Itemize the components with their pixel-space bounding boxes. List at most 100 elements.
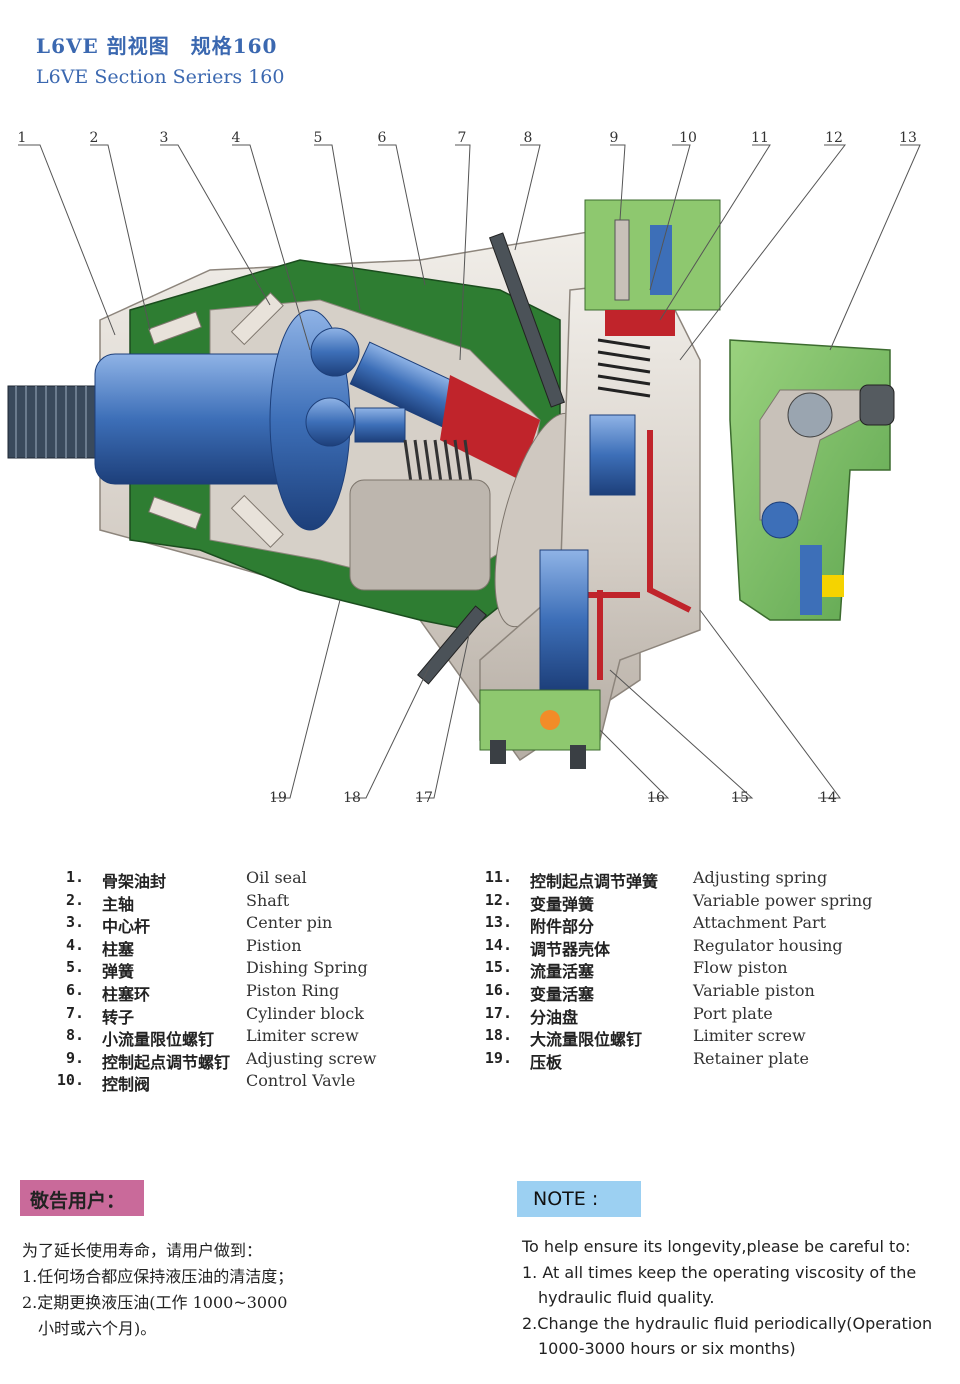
part-number: 18. [484, 1026, 512, 1045]
callout-number: 4 [232, 130, 241, 146]
part-name-en: Variable power spring [693, 890, 873, 910]
part-name-cn: 调节器壳体 [530, 939, 611, 959]
note-text: To help ensure its longevity,please be c… [522, 1234, 932, 1362]
part-number: 7. [65, 1003, 84, 1022]
part-number: 5. [65, 958, 84, 977]
part-number: 3. [65, 913, 84, 932]
part-name-en: Shaft [246, 890, 290, 910]
callout-number: 18 [343, 790, 361, 806]
title-english: L6VE Section Seriers 160 [36, 66, 285, 88]
callout-number: 17 [415, 790, 433, 806]
variable-piston [539, 549, 589, 691]
part-name-cn: 变量活塞 [530, 985, 595, 1004]
callout-number: 1 [18, 130, 27, 146]
red-chamber [440, 375, 540, 480]
part-name-cn: 转子 [102, 1007, 135, 1027]
parts-list-left: 1. 骨架油封 Oil seal 2. 主轴 Shaft 3. 中心杆 Center pin 4.… [0, 868, 480, 1098]
part-name-en: Attachment Part [693, 913, 827, 933]
part-number: 13. [484, 913, 512, 932]
limiter-screw-small [488, 232, 566, 408]
part-name-cn: 流量活塞 [530, 962, 595, 982]
part-name-en: Retainer plate [693, 1048, 809, 1068]
warning-line: 1.任何场合都应保持液压油的清洁度； [22, 1267, 294, 1286]
part-name-en: Center pin [246, 913, 333, 933]
callout-number: 3 [160, 130, 169, 146]
note-line: 2.Change the hydraulic fluid periodicall… [522, 1313, 933, 1333]
part-number: 11. [484, 868, 512, 886]
callout-number: 6 [378, 130, 387, 146]
part-number: 19. [484, 1048, 512, 1067]
note-heading-box: NOTE : [517, 1181, 641, 1217]
callout-number: 5 [314, 130, 323, 146]
part-name-cn: 压板 [530, 1052, 563, 1072]
part-number: 1. [65, 868, 84, 886]
part-name-cn: 附件部分 [530, 917, 595, 937]
callout-number: 12 [825, 130, 843, 146]
part-number: 15. [484, 958, 512, 977]
note-heading: NOTE : [533, 1188, 599, 1210]
note-line: 1000-3000 hours or six months) [538, 1339, 796, 1358]
part-name-cn: 控制起点调节弹簧 [530, 872, 659, 891]
callout-number: 15 [731, 790, 749, 806]
part-name-cn: 主轴 [102, 894, 135, 914]
warning-line: 为了延长使用寿命，请用户做到： [22, 1241, 263, 1260]
part-name-en: Piston Ring [246, 981, 340, 1000]
parts-list-right: 11. 控制起点调节弹簧 Adjusting spring 12. 变量弹簧 Variab… [0, 868, 960, 1098]
callout-number: 10 [679, 130, 697, 146]
part-name-en: Dishing Spring [246, 958, 368, 978]
part-name-en: Limiter screw [693, 1026, 806, 1046]
part-name-cn: 大流量限位螺钉 [530, 1030, 643, 1050]
part-name-cn: 弹簧 [102, 962, 135, 982]
part-number: 4. [65, 935, 84, 954]
part-name-cn: 柱塞环 [102, 985, 151, 1004]
part-name-cn: 柱塞 [102, 939, 135, 959]
part-name-en: Adjusting screw [246, 1048, 377, 1068]
part-name-cn: 控制阀 [102, 1075, 151, 1095]
callout-number: 14 [819, 790, 837, 806]
part-name-en: Flow piston [693, 958, 788, 978]
part-name-cn: 变量弹簧 [530, 894, 595, 914]
callout-number: 8 [524, 130, 533, 146]
warning-notes: 为了延长使用寿命，请用户做到： 1.任何场合都应保持液压油的清洁度； 2.定期更… [22, 1238, 293, 1342]
part-number: 9. [65, 1048, 84, 1067]
callout-number: 7 [458, 130, 467, 146]
part-number: 8. [65, 1026, 84, 1045]
callout-number: 2 [90, 130, 99, 146]
part-name-en: Limiter screw [246, 1026, 359, 1046]
part-number: 17. [484, 1003, 512, 1022]
note-line: To help ensure its longevity,please be c… [522, 1237, 911, 1256]
flow-piston [589, 414, 636, 496]
warning-line: 小时或六个月)。 [38, 1319, 157, 1338]
part-number: 10. [56, 1071, 84, 1090]
cylinder-block [349, 479, 491, 591]
part-number: 12. [484, 890, 512, 909]
part-name-en: Variable piston [693, 981, 815, 1000]
callout-number: 11 [751, 130, 769, 146]
part-name-en: Oil seal [246, 868, 307, 887]
part-name-en: Adjusting spring [693, 868, 828, 887]
callout-number: 9 [610, 130, 619, 146]
part-name-en: Cylinder block [246, 1003, 364, 1023]
part-name-cn: 分油盘 [530, 1007, 579, 1027]
callout-number: 16 [647, 790, 665, 806]
part-name-cn: 骨架油封 [102, 872, 167, 891]
callout-number: 19 [269, 790, 287, 806]
callout-number: 13 [899, 130, 917, 146]
warning-line: 2.定期更换液压油(工作 1000~3000 [22, 1293, 288, 1312]
part-name-en: Port plate [693, 1003, 773, 1023]
part-number: 6. [65, 981, 84, 999]
title-chinese: L6VE 剖视图 规格160 [36, 34, 278, 58]
part-name-en: Control Vavle [246, 1071, 356, 1091]
warning-heading-box: 敬告用户： [20, 1180, 144, 1216]
part-number: 14. [484, 935, 512, 954]
variable-power-spring [597, 338, 651, 398]
part-name-cn: 控制起点调节螺钉 [102, 1052, 231, 1072]
part-number: 2. [65, 890, 84, 909]
part-number: 16. [484, 981, 512, 999]
part-name-cn: 中心杆 [102, 917, 151, 937]
part-name-cn: 小流量限位螺钉 [102, 1030, 215, 1050]
note-line: 1. At all times keep the operating visco… [522, 1262, 917, 1282]
part-name-en: Regulator housing [693, 935, 843, 955]
part-name-en: Pistion [246, 935, 302, 955]
